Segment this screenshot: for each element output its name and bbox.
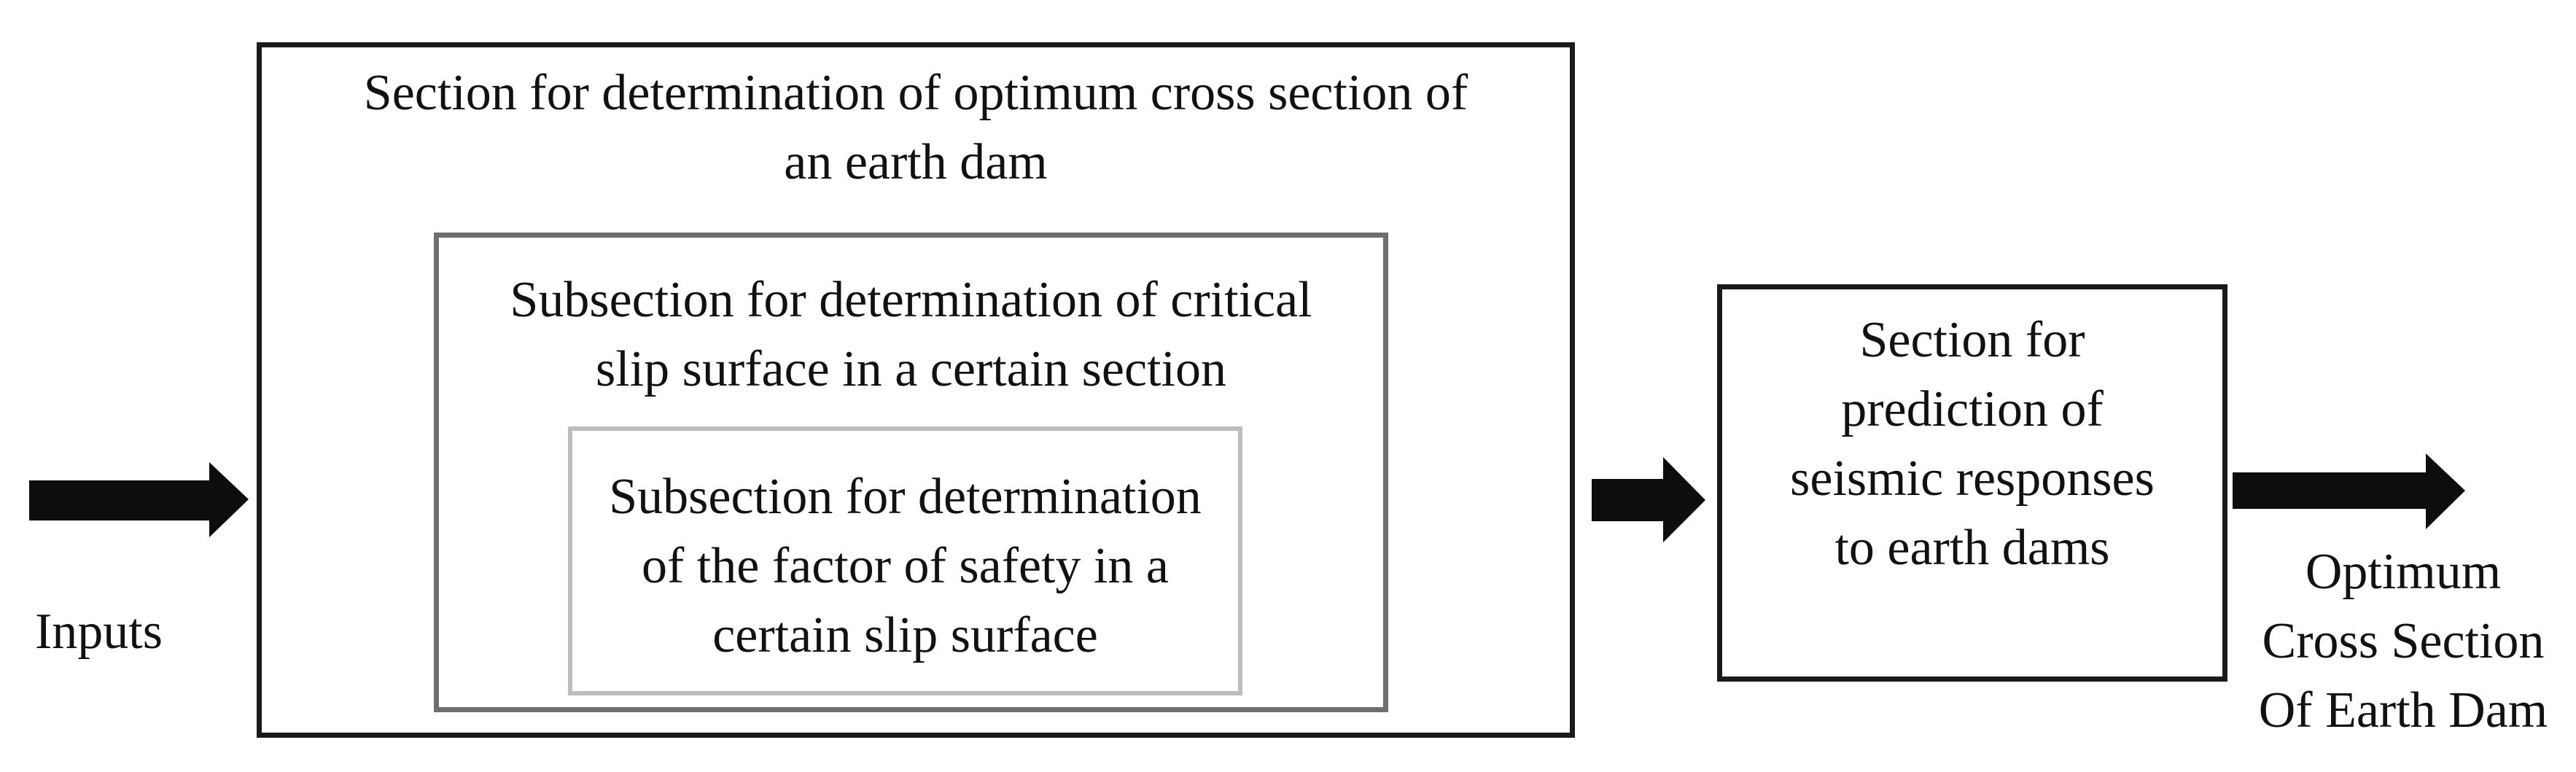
title-line: an earth dam bbox=[784, 134, 1048, 190]
seismic-response-box-label: Section for prediction of seismic respon… bbox=[1722, 305, 2222, 582]
label-line: Section for bbox=[1859, 312, 2085, 368]
inputs-label: Inputs bbox=[35, 604, 163, 660]
label-line: Subsection for determination of critical bbox=[510, 272, 1312, 328]
label-line: prediction of bbox=[1841, 381, 2104, 437]
output-label-line: Of Earth Dam bbox=[2258, 682, 2548, 738]
factor-of-safety-box: Subsection for determination of the fact… bbox=[568, 426, 1242, 695]
seismic-response-box: Section for prediction of seismic respon… bbox=[1717, 284, 2227, 682]
label-line: to earth dams bbox=[1834, 520, 2110, 576]
title-line: Section for determination of optimum cro… bbox=[363, 65, 1468, 121]
label-line: certain slip surface bbox=[712, 607, 1098, 663]
label-line: seismic responses bbox=[1790, 451, 2155, 507]
label-line: Subsection for determination bbox=[609, 469, 1202, 525]
output-label: Optimum Cross Section Of Earth Dam bbox=[2241, 537, 2566, 745]
factor-of-safety-box-label: Subsection for determination of the fact… bbox=[572, 462, 1238, 670]
output-label-line: Optimum bbox=[2305, 544, 2502, 600]
label-line: slip surface in a certain section bbox=[596, 341, 1226, 397]
critical-slip-surface-box-label: Subsection for determination of critical… bbox=[439, 265, 1383, 404]
optimum-cross-section-box: Section for determination of optimum cro… bbox=[257, 42, 1575, 738]
input-arrow bbox=[29, 462, 249, 537]
critical-slip-surface-box: Subsection for determination of critical… bbox=[434, 233, 1388, 712]
label-line: of the factor of safety in a bbox=[641, 538, 1169, 594]
optimum-cross-section-box-title: Section for determination of optimum cro… bbox=[262, 58, 1570, 197]
output-arrow bbox=[2233, 453, 2465, 529]
to-seismic-box-arrow bbox=[1592, 457, 1705, 542]
output-label-line: Cross Section bbox=[2262, 613, 2545, 669]
